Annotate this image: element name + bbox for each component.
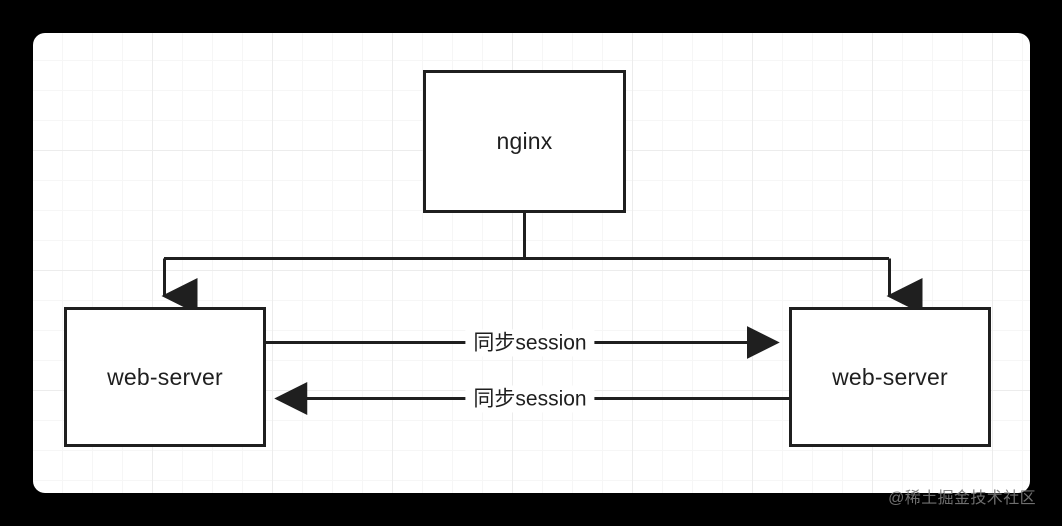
- node-web-server-left[interactable]: web-server: [64, 307, 266, 447]
- node-web-server-right-label: web-server: [832, 363, 948, 390]
- edge-label-sync-left-to-right: 同步session: [465, 329, 595, 357]
- node-nginx-label: nginx: [496, 128, 553, 154]
- node-web-server-right[interactable]: web-server: [789, 307, 991, 447]
- node-web-server-left-label: web-server: [107, 363, 223, 390]
- edge-label-sync-right-to-left: 同步session: [465, 385, 595, 413]
- watermark: @稀土掘金技术社区: [888, 490, 1036, 507]
- node-nginx[interactable]: nginx: [423, 70, 626, 213]
